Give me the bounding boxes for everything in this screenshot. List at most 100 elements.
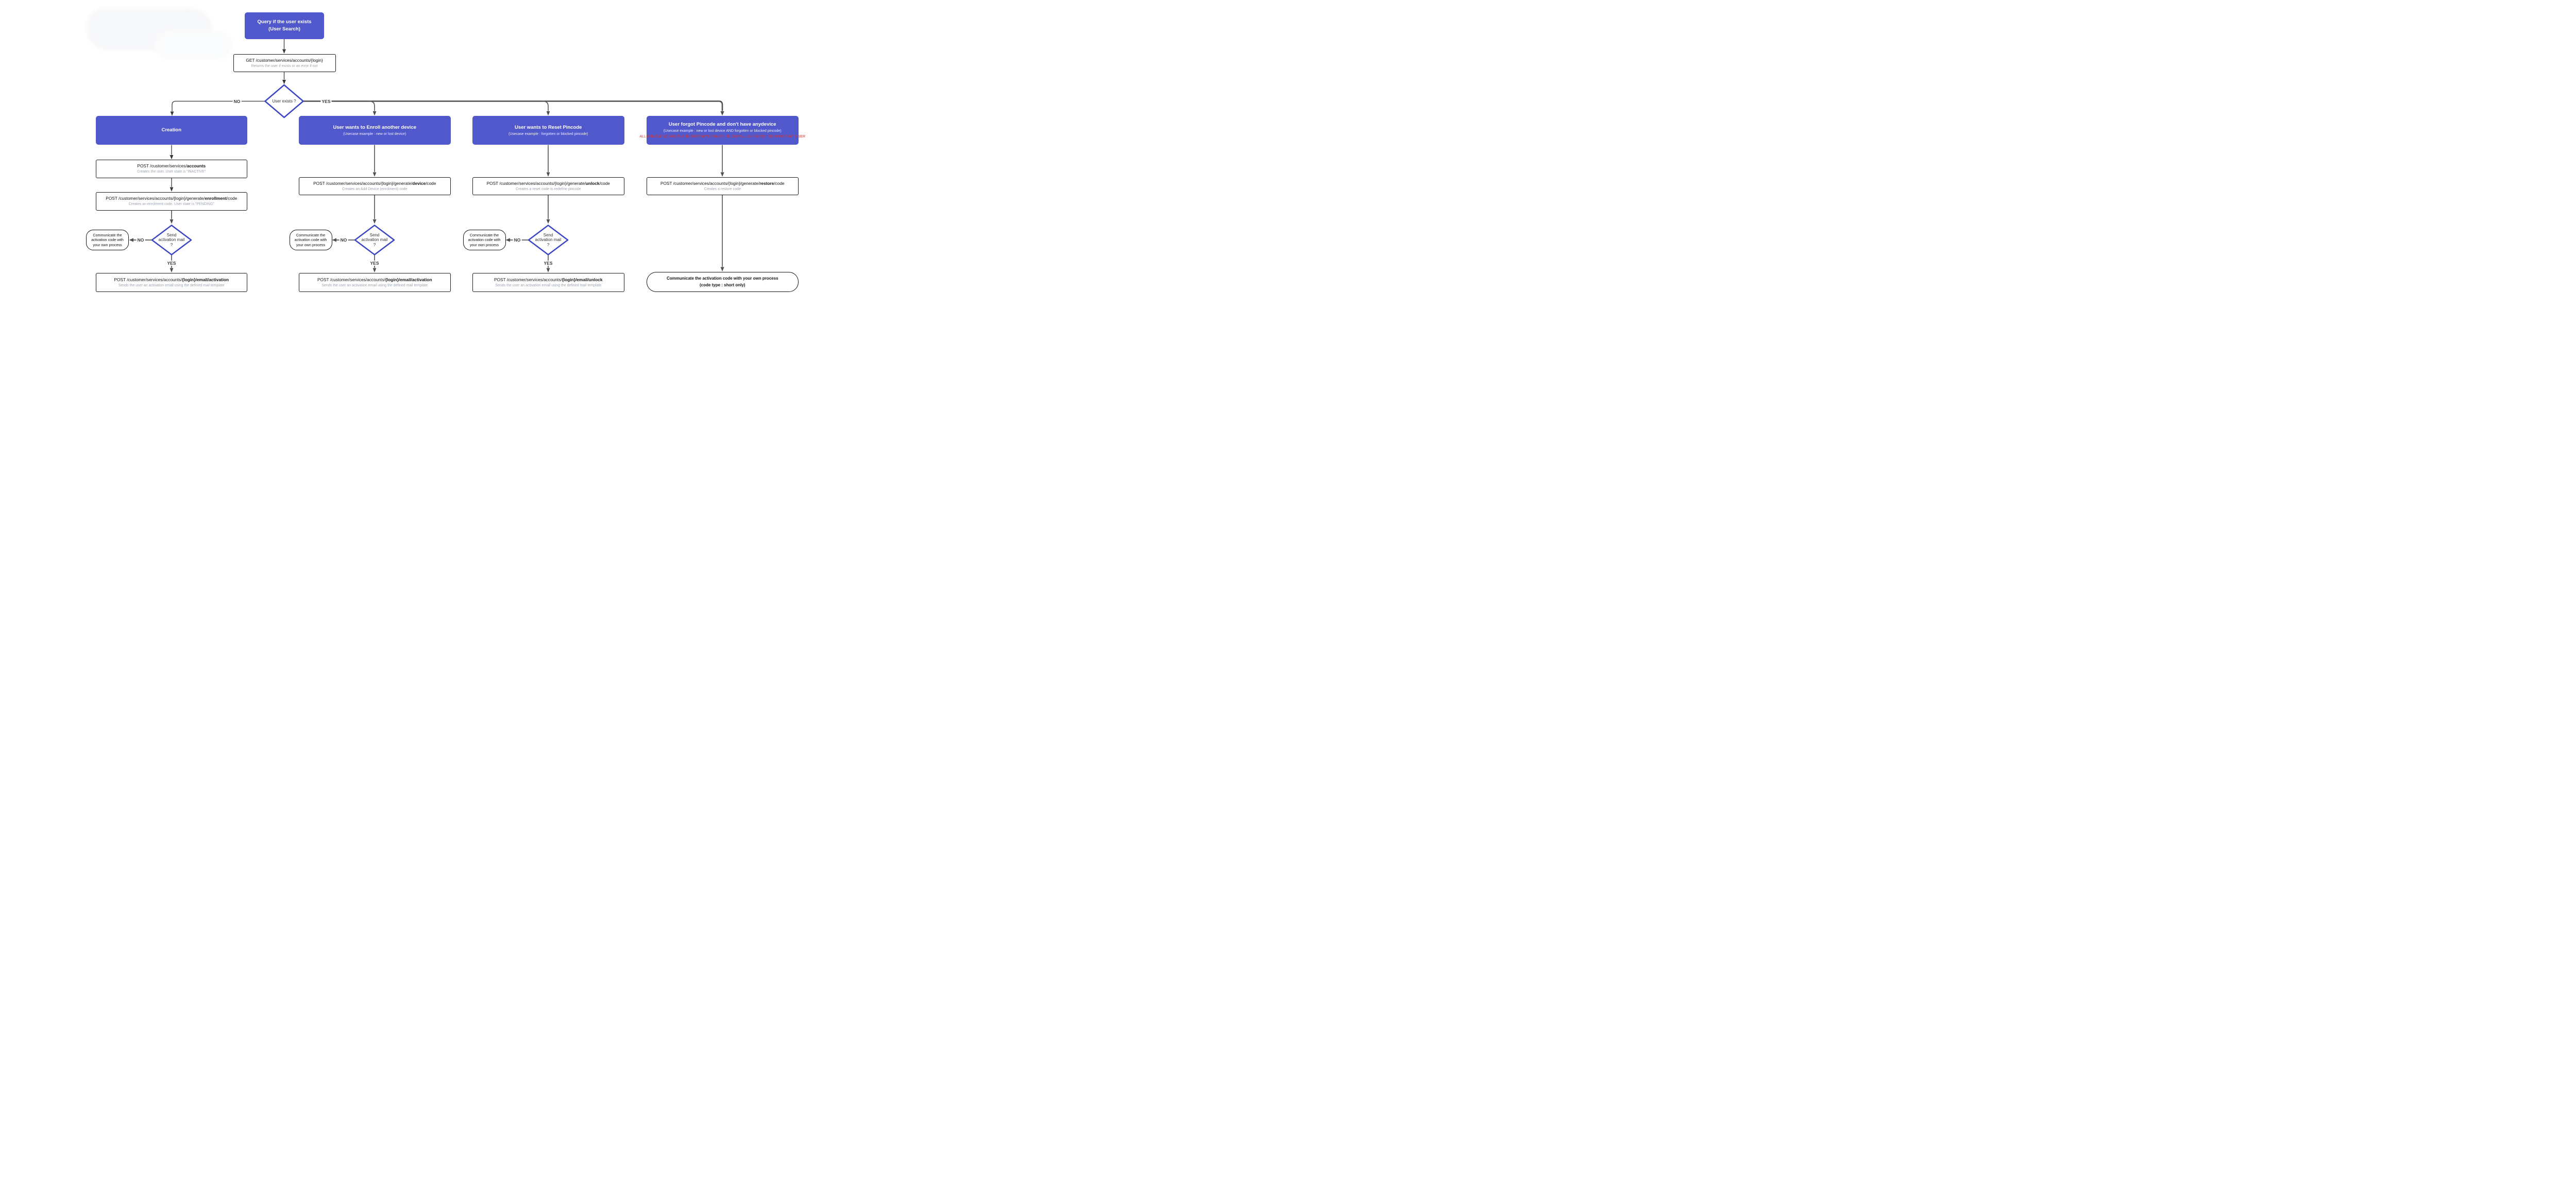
- branch3-title: User wants to Reset Pincode: [515, 124, 582, 130]
- path-prefix: POST /customer/services/accounts/{login}…: [660, 181, 760, 186]
- create-account-api-path: POST /customer/services/accounts: [137, 163, 206, 169]
- own-process-bubble-1: Communicate the activation code with you…: [86, 230, 129, 250]
- path-bold: enrollment: [205, 196, 227, 201]
- email-unlock-api-desc: Sends the user an activation email using…: [495, 283, 602, 287]
- decision-line2: activation mail: [535, 237, 562, 243]
- email-activation-api-desc-2: Sends the user an activation email using…: [321, 283, 428, 287]
- branch-header-reset-pincode: User wants to Reset Pincode (Usecase exa…: [472, 116, 624, 145]
- edge-yes-main: [303, 100, 723, 111]
- restore-code-api-path: POST /customer/services/accounts/{login}…: [660, 181, 785, 186]
- restore-code-api-desc: Creates a restore code: [704, 187, 741, 191]
- own-process-stadium-line2: (code type : short only): [700, 282, 745, 287]
- own-process-bubble-2: Communicate the activation code with you…: [289, 230, 332, 250]
- edge-label-yes-main: YES: [320, 98, 332, 104]
- email-activation-api-path-1: POST /customer/services/accounts/{login}…: [114, 277, 229, 283]
- user-search-api-desc: Returns the user if exists or an error i…: [251, 64, 318, 68]
- decision-diamonds: [151, 84, 569, 255]
- edge-drop-branch2: [369, 100, 375, 111]
- path-bold: {login}/email/unlock: [562, 277, 603, 282]
- path-prefix: POST /customer/services/accounts/{login}…: [486, 181, 586, 186]
- path-bold: {login}/email/activation: [182, 277, 229, 282]
- decision-line1: Send: [543, 232, 553, 237]
- path-prefix: POST /customer/services/accounts/{login}…: [106, 196, 205, 201]
- path-prefix: POST /customer/services/accounts/: [494, 277, 562, 282]
- path-suffix: /code: [426, 181, 436, 186]
- edge-label-yes-2: YES: [369, 261, 380, 266]
- branch1-title: Creation: [161, 127, 182, 133]
- path-prefix: POST /customer/services/: [137, 163, 187, 168]
- path-bold: unlock: [585, 181, 600, 186]
- edge-label-no-main: NO: [232, 98, 242, 104]
- enrollment-code-api-node: POST /customer/services/accounts/{login}…: [95, 192, 247, 211]
- branch-header-forgot-pincode: User forgot Pincode and don't have anyde…: [639, 116, 805, 145]
- path-prefix: POST /customer/services/accounts/: [114, 277, 182, 282]
- edge-label-yes-3: YES: [543, 261, 554, 266]
- unlock-code-api-node: POST /customer/services/accounts/{login}…: [472, 177, 624, 195]
- start-node: Query if the user exists (User Search): [245, 12, 324, 39]
- decision-line2: activation mail: [158, 237, 185, 243]
- user-exists-diamond-shape: [264, 84, 304, 118]
- path-suffix: /code: [599, 181, 610, 186]
- user-exists-question: User exists ?: [272, 98, 296, 104]
- own-process-bubble-3: Communicate the activation code with you…: [463, 230, 506, 250]
- restore-code-api-node: POST /customer/services/accounts/{login}…: [647, 177, 799, 195]
- email-activation-api-path-2: POST /customer/services/accounts/{login}…: [317, 277, 432, 283]
- edge-drop-branch3: [543, 100, 549, 111]
- send-mail-diamond-1-shape: [151, 225, 192, 255]
- create-account-api-node: POST /customer/services/accounts Creates…: [95, 159, 247, 178]
- branch2-subtitle: (Usecase example : new or lost device): [343, 132, 406, 136]
- send-mail-diamond-3-shape: [528, 225, 569, 255]
- path-prefix: POST /customer/services/accounts/{login}…: [313, 181, 413, 186]
- send-mail-decision-3-text: Send activation mail ?: [529, 226, 568, 255]
- unlock-code-api-path: POST /customer/services/accounts/{login}…: [487, 181, 610, 186]
- own-process-stadium-line1: Communicate the activation code with you…: [667, 276, 778, 281]
- send-mail-decision-1-text: Send activation mail ?: [152, 226, 191, 255]
- decision-line1: Send: [166, 232, 177, 237]
- send-mail-diamond-2-shape: [354, 225, 395, 255]
- start-subtitle: (User Search): [268, 26, 300, 32]
- edge-no-to-creation: [172, 100, 265, 111]
- email-unlock-api-node: POST /customer/services/accounts/{login}…: [472, 273, 624, 292]
- path-bold: device: [412, 181, 426, 186]
- device-code-api-node: POST /customer/services/accounts/{login}…: [299, 177, 451, 195]
- arrowheads-dark: [170, 49, 286, 192]
- email-unlock-api-path: POST /customer/services/accounts/{login}…: [494, 277, 603, 283]
- unlock-code-api-desc: Creates a reset code to redefine pincode: [516, 187, 581, 191]
- edge-label-no-2: NO: [339, 237, 348, 243]
- own-process-bubble-3-text: Communicate the activation code with you…: [468, 232, 501, 247]
- edges-dark: [171, 39, 285, 187]
- connector-layer: [129, 39, 724, 272]
- arrowheads-gray: [129, 111, 724, 272]
- path-suffix: /code: [226, 196, 238, 201]
- edge-label-no-1: NO: [136, 237, 145, 243]
- own-process-stadium-final: Communicate the activation code with you…: [647, 272, 799, 292]
- path-bold: accounts: [187, 163, 206, 168]
- branch4-title: User forgot Pincode and don't have anyde…: [668, 122, 776, 127]
- own-process-bubble-1-text: Communicate the activation code with you…: [91, 232, 124, 247]
- path-suffix: /code: [774, 181, 785, 186]
- decision-line2: activation mail: [361, 237, 388, 243]
- user-search-api-node: GET /customer/services/accounts/{login} …: [233, 54, 336, 72]
- user-exists-decision-text: User exists ?: [265, 85, 303, 117]
- enrollment-code-api-desc: Creates an enrolment code. User state is…: [128, 202, 214, 206]
- path-bold: {login}/email/activation: [385, 277, 432, 282]
- device-code-api-desc: Creates an Add Device (enrolment) code: [342, 187, 408, 191]
- path-prefix: POST /customer/services/accounts/: [317, 277, 385, 282]
- user-search-api-path: GET /customer/services/accounts/{login}: [246, 58, 323, 63]
- branch3-subtitle: (Usecase example : forgotten or blocked …: [509, 132, 588, 136]
- start-title: Query if the user exists: [257, 19, 312, 25]
- branch-header-enroll-device: User wants to Enroll another device (Use…: [299, 116, 451, 145]
- branch4-warning: ALL ENROLED DEVICES ARE DESTROYED AND PI…: [639, 135, 806, 139]
- decision-line3: ?: [170, 242, 173, 247]
- redacted-logo-blob-2: [155, 31, 232, 59]
- send-mail-decision-2-text: Send activation mail ?: [355, 226, 394, 255]
- decision-line3: ?: [547, 242, 550, 247]
- create-account-api-desc: Creates the user. User state is "INACTIV…: [137, 170, 206, 174]
- branch-header-creation: Creation: [95, 116, 247, 145]
- branch4-subtitle: (Usecase example : new or lost device AN…: [663, 129, 782, 133]
- flowchart-canvas: Query if the user exists (User Search) G…: [0, 0, 807, 301]
- user-search-api-path-text: GET /customer/services/accounts/{login}: [246, 57, 323, 63]
- edge-label-no-3: NO: [513, 237, 522, 243]
- email-activation-api-node-1: POST /customer/services/accounts/{login}…: [95, 273, 247, 292]
- device-code-api-path: POST /customer/services/accounts/{login}…: [313, 181, 436, 186]
